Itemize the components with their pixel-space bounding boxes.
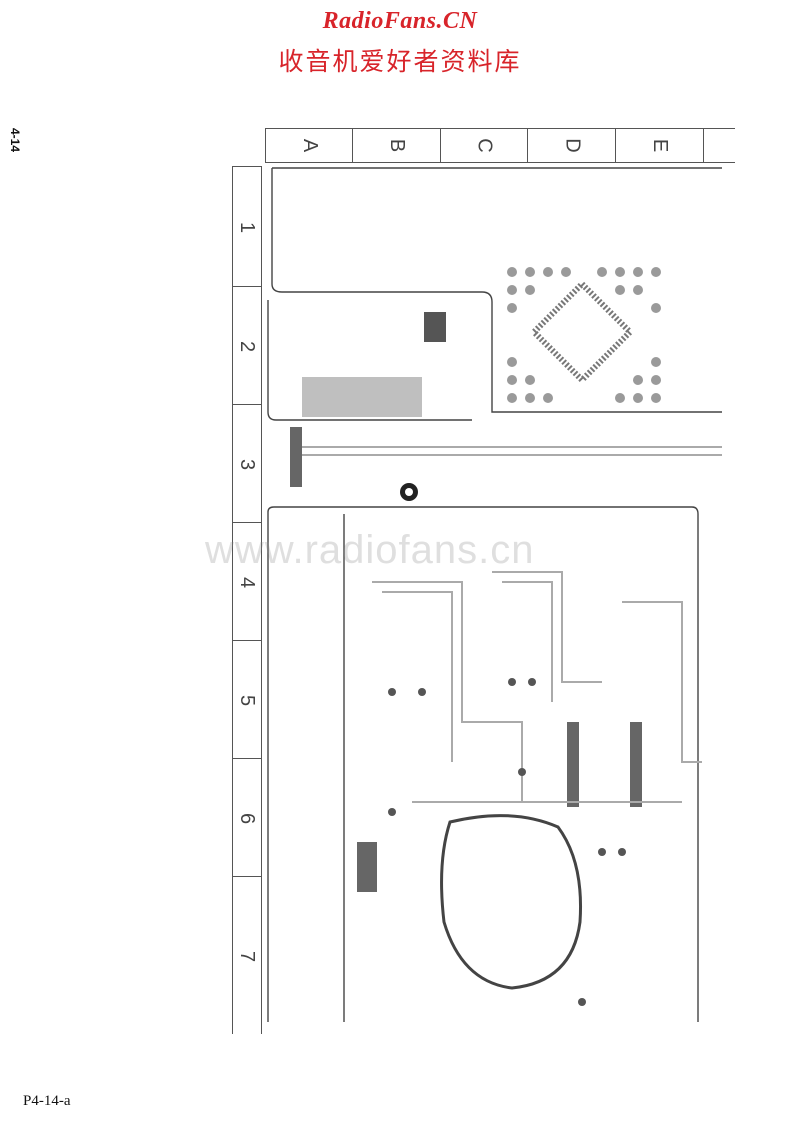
copper-pad-area [302, 377, 422, 417]
page-number: 4-14 [8, 128, 22, 153]
row-label: 4 [233, 522, 261, 641]
board-outline-top [271, 167, 722, 413]
column-label: A [265, 129, 353, 162]
ic-strip-a [567, 722, 579, 807]
site-title: RadioFans.CN [322, 8, 478, 34]
column-label: B [352, 129, 441, 162]
connector-p303 [290, 427, 302, 487]
site-subtitle: 收音机爱好者资料库 [278, 47, 522, 76]
connector-cp301 [424, 312, 446, 342]
board-outline-left [267, 300, 472, 421]
footer-label: P4-14-a [23, 1093, 71, 1109]
row-ruler: 1 2 3 4 5 6 7 [232, 166, 262, 1034]
row-label: 7 [233, 876, 261, 1035]
speaker-cutout [440, 814, 582, 990]
component-pads [388, 678, 626, 1006]
watermark: www.radiofans.cn [205, 528, 535, 572]
column-ruler: A B C D E [265, 128, 735, 163]
column-divider [703, 129, 736, 162]
row-label: 2 [233, 286, 261, 405]
row-label: 6 [233, 758, 261, 877]
row-label: 1 [233, 166, 261, 287]
copper-traces [302, 446, 722, 803]
ic-strip-b [630, 722, 642, 807]
row-label: 3 [233, 404, 261, 523]
pcb-layout-drawing [267, 167, 722, 1022]
board-outline-main [267, 506, 699, 1022]
column-label: D [527, 129, 616, 162]
qfp-chip-footprint [529, 279, 635, 385]
connector-p301 [357, 842, 377, 892]
row-label: 5 [233, 640, 261, 759]
column-label: C [440, 129, 528, 162]
pad-grid [507, 267, 661, 403]
column-label: E [615, 129, 704, 162]
